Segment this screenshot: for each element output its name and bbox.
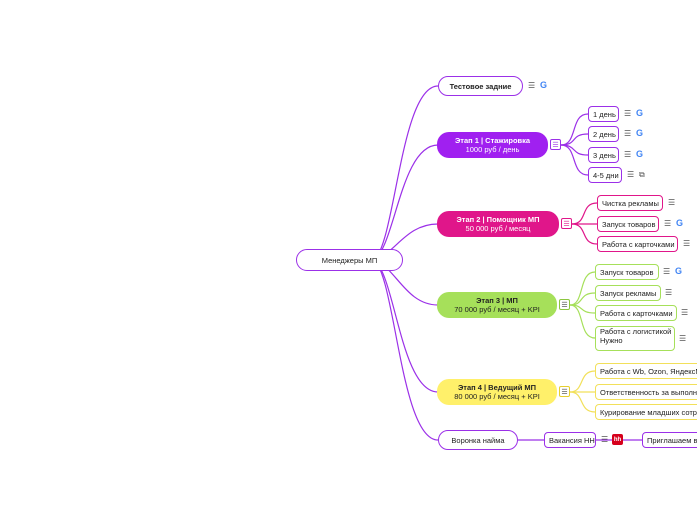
stage3-child-4[interactable]: Работа с логистикой Нужно [595,326,675,351]
hh-logo-icon[interactable]: hh [612,434,623,445]
link-s3-c2 [569,292,596,306]
hh-badge-text: hh [613,436,622,443]
google-icon[interactable]: G [636,128,644,138]
stage1-subtitle: 1000 руб / день [465,145,520,154]
notes-icon[interactable]: ☰ [681,308,689,317]
notes-icon[interactable]: ☰ [683,239,691,248]
link-root-stage4 [372,259,439,393]
stage3-child-label: Запуск рекламы [600,288,657,298]
google-icon[interactable]: G [636,149,644,159]
stage2-child-label: Чистка рекламы [602,198,659,208]
stage3-child-3[interactable]: Работа с карточками [595,305,677,321]
link-s4-c1 [569,370,596,393]
stage1-child-label: 3 день [593,150,616,160]
stage2-subtitle: 50 000 руб / месяц [465,224,531,233]
notes-icon[interactable]: ☰ [624,129,632,138]
stage2-node[interactable]: Этап 2 | Помощник МП 50 000 руб / месяц [437,211,559,237]
link-s3-c1 [569,271,596,306]
stage1-child-1[interactable]: 1 день [588,106,619,122]
notes-icon[interactable]: ☰ [679,334,687,343]
stage1-title: Этап 1 | Стажировка [454,136,531,145]
notes-icon[interactable]: ☰ [561,218,572,229]
stage3-child4-line2: Нужно [600,336,623,345]
external-link-icon[interactable]: ⧉ [639,170,645,179]
stage3-child-1[interactable]: Запуск товаров [595,264,659,280]
test-task-node[interactable]: Тестовое задние [438,76,523,96]
stage3-child-label: Запуск товаров [600,267,654,277]
stage1-node[interactable]: Этап 1 | Стажировка 1000 руб / день [437,132,548,158]
stage4-child-label: Курирование младших сотр [600,407,697,417]
google-icon[interactable]: G [675,266,683,276]
stage1-child-4[interactable]: 4-5 дни [588,167,622,183]
test-task-label: Тестовое задние [449,81,512,91]
stage2-child-1[interactable]: Чистка рекламы [597,195,663,211]
funnel-node[interactable]: Воронка найма [438,430,518,450]
stage4-child-2[interactable]: Ответственность за выполн [595,384,697,400]
google-icon[interactable]: G [676,218,684,228]
stage4-child-3[interactable]: Курирование младших сотр [595,404,697,420]
vacancy-node[interactable]: Вакансия НН [544,432,596,448]
stage3-child4-line1: Работа с логистикой [600,327,672,336]
stage1-child-label: 1 день [593,109,616,119]
notes-icon[interactable]: ☰ [624,109,632,118]
invite-label: Приглашаем в [647,435,697,445]
notes-icon[interactable]: ☰ [601,435,609,444]
notes-icon[interactable]: ☰ [664,219,672,228]
link-s4-c3 [569,391,596,413]
google-icon[interactable]: G [636,108,644,118]
stage4-node[interactable]: Этап 4 | Ведущий МП 80 000 руб / месяц +… [437,379,557,405]
link-root-test [372,85,439,261]
root-node[interactable]: Менеджеры МП [296,249,403,271]
stage1-child-3[interactable]: 3 день [588,147,619,163]
google-icon[interactable]: G [540,80,548,90]
stage1-child-label: 4-5 дни [593,170,619,180]
notes-icon[interactable]: ☰ [668,198,676,207]
notes-icon[interactable]: ☰ [627,170,635,179]
stage2-child-2[interactable]: Запуск товаров [597,216,659,232]
link-s1-c2 [560,133,589,146]
stage3-subtitle: 70 000 руб / месяц + KPI [454,305,540,314]
link-s1-c4 [560,144,589,176]
stage3-node[interactable]: Этап 3 | МП 70 000 руб / месяц + KPI [437,292,557,318]
notes-icon[interactable]: ☰ [624,150,632,159]
stage2-child-label: Работа с карточками [602,239,675,249]
stage1-child-2[interactable]: 2 день [588,126,619,142]
vacancy-label: Вакансия НН [549,435,595,445]
invite-node[interactable]: Приглашаем в [642,432,697,448]
stage2-child-label: Запуск товаров [602,219,656,229]
stage3-title: Этап 3 | МП [476,296,518,305]
stage1-child-label: 2 день [593,129,616,139]
link-s3-c4 [569,304,596,339]
notes-icon[interactable]: ☰ [528,81,536,90]
stage4-child-1[interactable]: Работа с Wb, Ozon, ЯндексМ [595,363,697,379]
stage4-child-label: Работа с Wb, Ozon, ЯндексМ [600,366,697,376]
link-s2-c3 [571,223,598,245]
link-s1-c3 [560,144,589,156]
stage2-title: Этап 2 | Помощник МП [456,215,540,224]
link-s1-c1 [560,113,589,146]
stage3-child-2[interactable]: Запуск рекламы [595,285,661,301]
stage4-child-label: Ответственность за выполн [600,387,697,397]
link-s2-c1 [571,202,598,225]
notes-icon[interactable]: ☰ [559,386,570,397]
notes-icon[interactable]: ☰ [663,267,671,276]
stage4-title: Этап 4 | Ведущий МП [457,383,537,392]
stage3-child-label: Работа с карточками [600,308,673,318]
stage4-subtitle: 80 000 руб / месяц + KPI [454,392,540,401]
stage2-child-3[interactable]: Работа с карточками [597,236,678,252]
notes-icon[interactable]: ☰ [559,299,570,310]
notes-icon[interactable]: ☰ [665,288,673,297]
root-label: Менеджеры МП [321,255,378,265]
funnel-label: Воронка найма [451,435,505,445]
notes-icon[interactable]: ☰ [550,139,561,150]
